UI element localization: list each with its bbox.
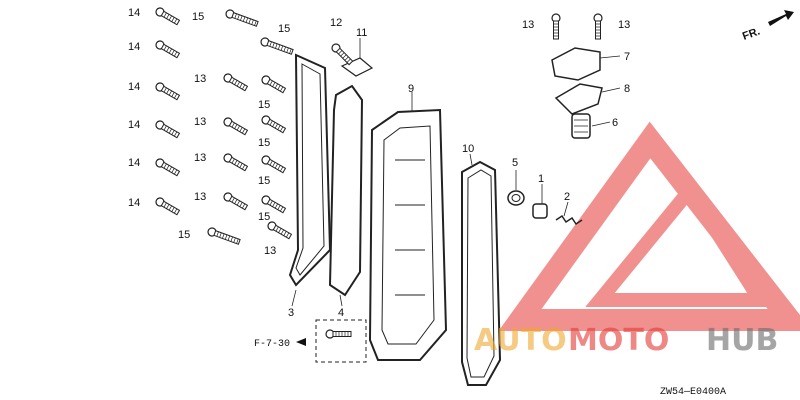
callout-1: 1 (538, 173, 544, 185)
watermark-text-hub: HUB (706, 323, 778, 358)
diagram-code: ZW54—E0400A (660, 387, 726, 398)
cover-9 (368, 108, 448, 361)
callout-8: 8 (624, 83, 630, 95)
spring-2 (555, 214, 583, 226)
callout-15: 15 (258, 99, 270, 111)
callout-15: 15 (258, 211, 270, 223)
callout-15: 15 (278, 23, 290, 35)
reference-text: F-7-30 (254, 339, 290, 350)
callout-13: 13 (618, 19, 630, 31)
bolt-column-13 (206, 8, 260, 247)
callout-4: 4 (338, 307, 344, 319)
bolt-column-14 (153, 5, 181, 217)
callout-13: 13 (522, 19, 534, 31)
callout-14: 14 (128, 119, 140, 131)
thermostat-cover-7 (551, 47, 601, 81)
reference-callout: F-7-30 (254, 338, 306, 350)
callout-14: 14 (128, 81, 140, 93)
callout-15: 15 (258, 175, 270, 187)
callout-13: 13 (264, 245, 276, 257)
callout-13: 13 (194, 116, 206, 128)
callout-15: 15 (258, 137, 270, 149)
callout-13: 13 (194, 191, 206, 203)
thermostat-6 (571, 113, 591, 139)
callout-10: 10 (462, 143, 474, 155)
callout-labels: 14 14 14 14 14 14 15 15 15 15 15 15 15 1… (128, 7, 630, 319)
callout-14: 14 (128, 157, 140, 169)
callout-15: 15 (178, 229, 190, 241)
gasket-3 (288, 53, 332, 287)
callout-12: 12 (330, 17, 342, 29)
callout-11: 11 (356, 27, 367, 39)
watermark-wordmark: AUTO MOTO HUB (474, 323, 778, 358)
valve-1 (532, 203, 548, 219)
callout-9: 9 (408, 83, 414, 95)
thermostat-gasket-8 (554, 83, 603, 115)
watermark-text-moto: MOTO (568, 323, 669, 358)
gasket-4 (328, 84, 364, 297)
watermark-text-auto: AUTO (474, 323, 567, 358)
callout-14: 14 (128, 41, 140, 53)
callout-15: 15 (192, 11, 204, 23)
callout-3: 3 (288, 307, 294, 319)
callout-14: 14 (128, 7, 140, 19)
callout-7: 7 (624, 51, 630, 63)
callout-2: 2 (564, 191, 570, 203)
leader-lines (291, 38, 621, 307)
callout-6: 6 (612, 117, 618, 129)
callout-13: 13 (194, 152, 206, 164)
front-direction-arrow: FR. (741, 10, 794, 43)
callout-5: 5 (512, 157, 518, 169)
detail-box (315, 319, 367, 363)
callout-14: 14 (128, 197, 140, 209)
gasket-10 (461, 160, 502, 386)
grommet-5 (507, 190, 525, 206)
watermark-logo (498, 121, 800, 331)
bracket-11 (340, 57, 374, 77)
callout-13: 13 (194, 73, 206, 85)
direction-label: FR. (741, 25, 762, 42)
